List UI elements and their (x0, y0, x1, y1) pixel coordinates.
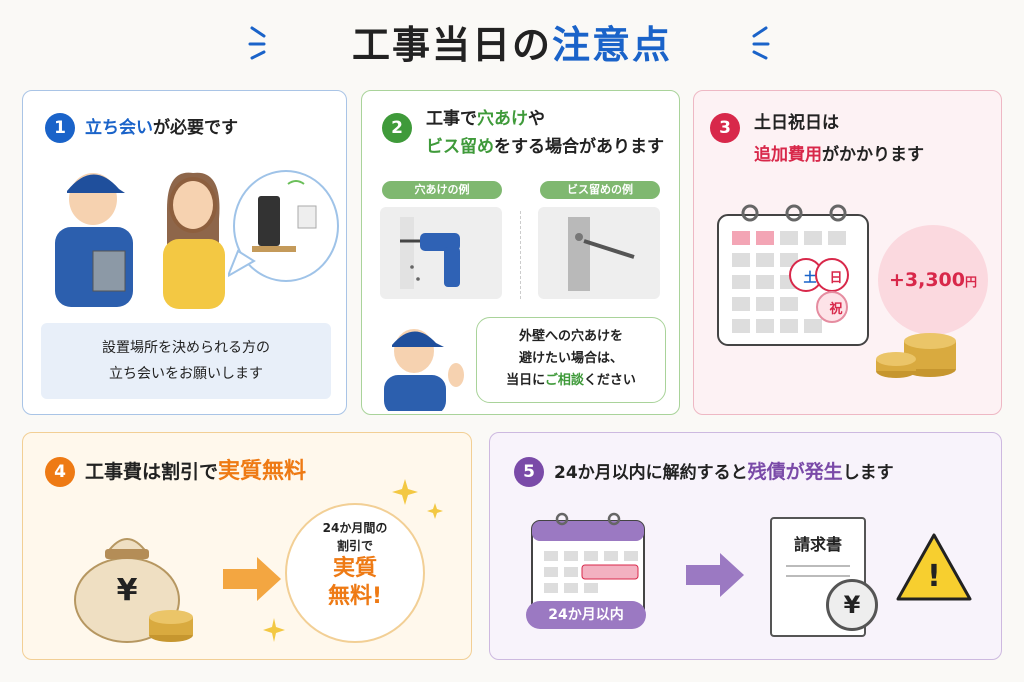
bubble-highlight: ご相談 (544, 373, 584, 388)
heading-part: や (528, 109, 545, 129)
sparkle-right-icon (752, 26, 770, 60)
card-heading: 工事費は割引で実質無料 (85, 458, 306, 486)
warning-icon (896, 533, 972, 601)
sparkle-icon (263, 618, 285, 642)
heading-part: がかかります (822, 145, 924, 165)
bubble-part: 当日に (506, 373, 545, 388)
worker-illustration (384, 329, 464, 411)
card-heading-line1: 工事で穴あけや (426, 105, 545, 133)
attendance-note: 設置場所を決められる方の 立ち会いをお願いします (41, 323, 331, 399)
tag-drill-example: 穴あけの例 (382, 181, 502, 199)
bubble-part: ください (583, 373, 636, 388)
bubble-line: 当日にご相談ください (477, 370, 665, 392)
note-line: 設置場所を決められる方の (102, 340, 270, 356)
money-bag-icon (74, 538, 193, 643)
heading-part: 工事で (426, 109, 477, 129)
invoice-title: 請求書 (793, 535, 842, 554)
card-heading: 24か月以内に解約すると残債が発生します (554, 458, 894, 487)
card-weekend-fee: 3 土日祝日は 追加費用がかかります 土 日 祝 +3,300円 (693, 90, 1002, 415)
calendar-icon (717, 204, 869, 346)
coin-stack-icon (876, 333, 956, 378)
card-attendance: 1 立ち会いが必要です 設置場所を決められる方の 立ち会いをお願いします (22, 90, 347, 415)
sparkle-icon (392, 479, 443, 519)
circle-big: 実質 (332, 556, 377, 581)
card-heading-line2: ビス留めをする場合があります (426, 133, 664, 161)
circle-line: 割引で (336, 539, 373, 553)
heading-highlight: 穴あけ (477, 109, 528, 129)
calendar-icon (531, 512, 645, 622)
card-cancellation: 5 24か月以内に解約すると残債が発生します 24か月以内 請求書 ¥ ! (489, 432, 1002, 660)
circle-line: 24か月間の (322, 521, 388, 535)
card-heading-line2: 追加費用がかかります (754, 141, 924, 169)
bubble-line: 避けたい場合は、 (518, 351, 623, 366)
price-value: +3,300 (888, 269, 965, 291)
note-line: 立ち会いをお願いします (109, 366, 263, 382)
sparkle-left-icon (248, 26, 266, 60)
step-number: 3 (710, 113, 740, 143)
arrow-right-icon (223, 557, 281, 601)
step-number: 2 (382, 113, 412, 143)
consult-bubble: 外壁への穴あけを 避けたい場合は、 当日にご相談ください (476, 317, 666, 403)
free-circle: 24か月間の 割引で 実質 無料! (285, 503, 425, 643)
invoice-line (786, 575, 850, 577)
divider (520, 211, 521, 299)
title-highlight: 注意点 (552, 23, 673, 67)
worker-and-customer-illustration (55, 172, 225, 309)
arrow-right-icon (686, 553, 744, 597)
cal-sun-label: 日 (829, 271, 843, 286)
heading-part: 24か月以内に解約すると (554, 463, 748, 483)
yen-coin-icon: ¥ (826, 579, 878, 631)
step-number: 5 (514, 457, 544, 487)
calendar-period-label: 24か月以内 (526, 601, 646, 629)
drill-illustration (380, 207, 502, 299)
heading-rest: が必要です (153, 118, 238, 138)
heading-highlight: 立ち会い (85, 118, 153, 138)
heading-highlight: 追加費用 (754, 145, 822, 165)
card-heading-line1: 土日祝日は (754, 113, 839, 133)
step-number: 4 (45, 457, 75, 487)
cal-sat-label: 土 (803, 271, 817, 286)
page-title: 工事当日の注意点 (0, 14, 1024, 69)
price-circle: +3,300円 (878, 225, 988, 335)
warning-mark: ! (927, 559, 941, 594)
circle-big: 無料! (327, 584, 383, 609)
step-number: 1 (45, 113, 75, 143)
card-free-construction: 4 工事費は割引で実質無料 ¥ 24か月間の 割引で 実質 無料! (22, 432, 472, 660)
title-main: 工事当日の (351, 23, 552, 67)
heading-highlight: 残債が発生 (747, 461, 843, 483)
price-unit: 円 (965, 275, 978, 289)
cal-holiday-label: 祝 (829, 302, 843, 317)
card-heading: 立ち会いが必要です (85, 114, 238, 142)
heading-highlight: 実質無料 (218, 459, 307, 484)
screw-illustration (538, 207, 660, 299)
heading-part: します (842, 463, 894, 483)
bubble-line: 外壁への穴あけを (518, 329, 623, 344)
card-drilling: 2 工事で穴あけや ビス留めをする場合があります 穴あけの例 ビス留めの例 外壁… (361, 90, 680, 415)
tag-screw-example: ビス留めの例 (540, 181, 660, 199)
invoice-line (786, 565, 850, 567)
heading-highlight: ビス留め (426, 137, 494, 157)
router-bubble-illustration (228, 170, 339, 282)
heading-part: をする場合があります (494, 137, 664, 157)
heading-part: 工事費は割引で (85, 461, 219, 483)
money-bag-yen: ¥ (116, 573, 138, 608)
